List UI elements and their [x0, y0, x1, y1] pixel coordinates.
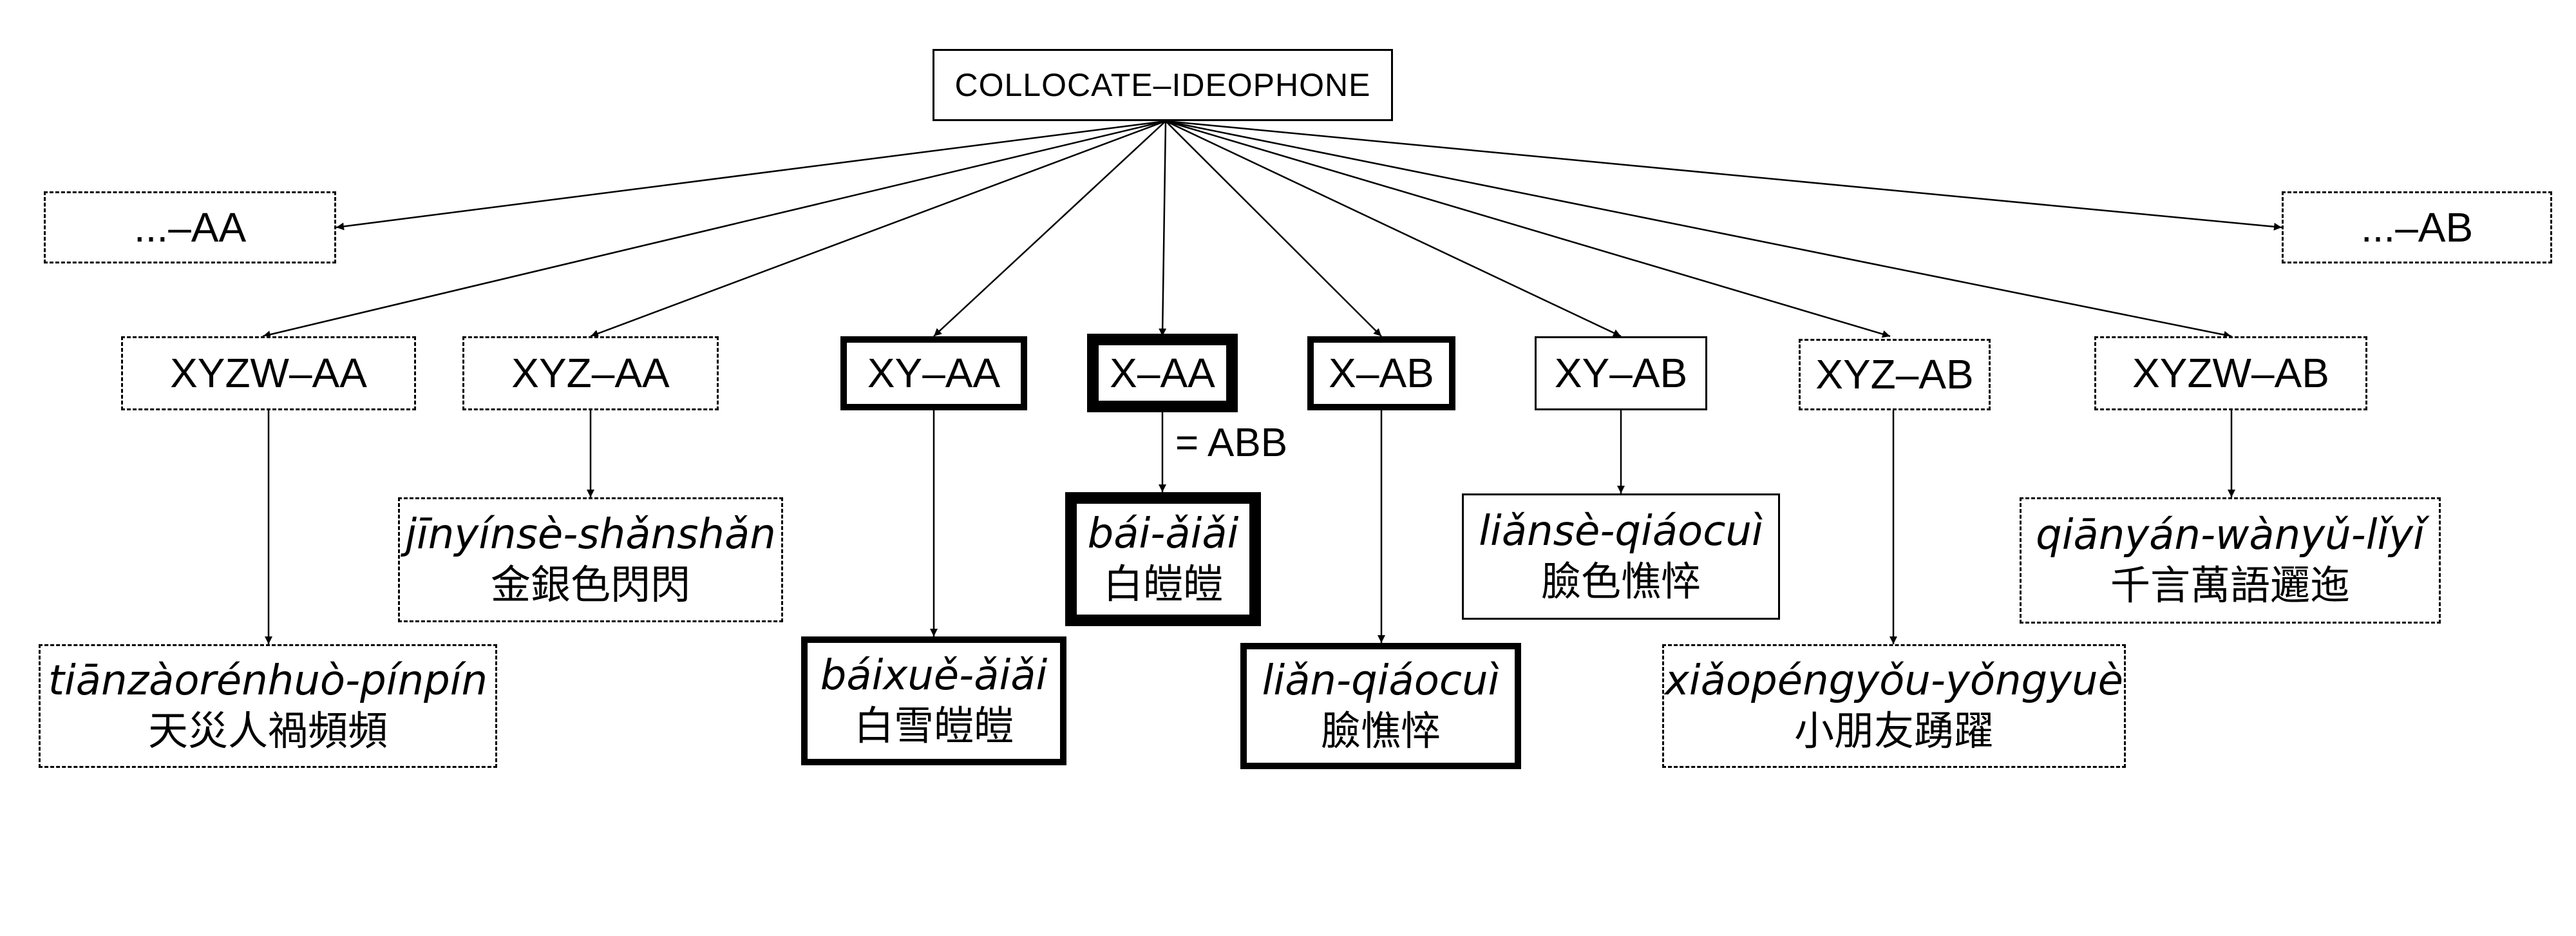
example-pinyin: qiānyán-wànyǔ-lǐyǐ	[2036, 511, 2425, 559]
edge-root-to-xyz-aa	[590, 120, 1166, 338]
example-node-xy-aa: báixuě-ǎiǎi 白雪皚皚	[801, 636, 1066, 765]
example-node-x-aa: bái-ǎiǎi 白皚皚	[1065, 492, 1261, 626]
edge-root-to-xyz-ab	[1165, 120, 1891, 338]
edge-root-to-xy-ab	[1165, 120, 1622, 338]
example-pinyin: jīnyínsè-shǎnshǎn	[405, 510, 776, 559]
example-hanzi: 臉色憔悴	[1540, 557, 1701, 605]
example-pinyin: xiǎopéngyǒu-yǒngyuè	[1665, 656, 2123, 705]
example-hanzi: 白皚皚	[1103, 560, 1223, 607]
example-node-x-ab: liǎn-qiáocuì 臉憔悴	[1240, 643, 1521, 769]
example-node-xy-ab: liǎnsè-qiáocuì 臉色憔悴	[1462, 493, 1780, 620]
example-pinyin: liǎnsè-qiáocuì	[1479, 507, 1763, 555]
example-pinyin: liǎn-qiáocuì	[1262, 656, 1500, 705]
family-node-ab-generic: ...–AB	[2282, 191, 2552, 263]
abb-annotation: = ABB	[1175, 421, 1288, 465]
example-hanzi: 小朋友踴躍	[1794, 707, 1994, 754]
edge-root-to-xyzw-aa	[262, 120, 1166, 339]
root-label: COLLOCATE–IDEOPHONE	[954, 67, 1371, 103]
edge-root-to-xyzw-ab	[1165, 120, 2232, 339]
edge-root-to-xy-aa	[933, 120, 1166, 337]
pattern-node-xyzw-ab: XYZW–AB	[2094, 336, 2367, 410]
pattern-label: XY–AA	[867, 350, 1001, 397]
pattern-node-xyz-aa: XYZ–AA	[462, 336, 719, 410]
pattern-label: X–AB	[1329, 350, 1434, 397]
pattern-node-xy-aa: XY–AA	[840, 336, 1027, 410]
example-node-xyz-aa: jīnyínsè-shǎnshǎn 金銀色閃閃	[398, 497, 783, 622]
example-pinyin: bái-ǎiǎi	[1087, 510, 1239, 558]
family-label: ...–AB	[2360, 204, 2474, 251]
example-node-xyzw-aa: tiānzàorénhuò-pínpín 天災人禍頻頻	[39, 644, 497, 768]
root-node: COLLOCATE–IDEOPHONE	[933, 49, 1393, 121]
example-node-xyz-ab: xiǎopéngyǒu-yǒngyuè 小朋友踴躍	[1662, 644, 2126, 768]
edge-root-to-x-ab	[1165, 120, 1382, 337]
pattern-node-xyz-ab: XYZ–AB	[1799, 339, 1991, 410]
family-node-aa-generic: ...–AA	[44, 191, 336, 263]
example-pinyin: tiānzàorénhuò-pínpín	[48, 656, 488, 705]
pattern-label: XYZ–AB	[1815, 351, 1974, 398]
example-hanzi: 臉憔悴	[1320, 707, 1441, 754]
example-pinyin: báixuě-ǎiǎi	[820, 651, 1048, 700]
example-hanzi: 金銀色閃閃	[490, 560, 690, 608]
pattern-label: X–AA	[1110, 349, 1215, 396]
edge-root-to-ab-generic	[1165, 120, 2282, 231]
pattern-node-xyzw-aa: XYZW–AA	[121, 336, 416, 410]
pattern-label: XYZW–AB	[2132, 350, 2329, 397]
edge-root-to-x-aa	[1159, 120, 1167, 337]
example-hanzi: 千言萬語邐迤	[2110, 561, 2350, 609]
pattern-label: XYZ–AA	[511, 350, 670, 397]
pattern-label: XYZW–AA	[170, 350, 367, 397]
example-hanzi: 天災人禍頻頻	[147, 707, 388, 754]
pattern-node-x-ab: X–AB	[1307, 336, 1455, 410]
example-node-xyzw-ab: qiānyán-wànyǔ-lǐyǐ 千言萬語邐迤	[2020, 497, 2441, 624]
family-label: ...–AA	[133, 204, 247, 251]
example-hanzi: 白雪皚皚	[853, 702, 1014, 749]
pattern-node-xy-ab: XY–AB	[1535, 336, 1707, 410]
pattern-node-x-aa: X–AA	[1087, 334, 1238, 412]
pattern-label: XY–AB	[1554, 350, 1688, 397]
edge-root-to-aa-generic	[336, 120, 1166, 231]
